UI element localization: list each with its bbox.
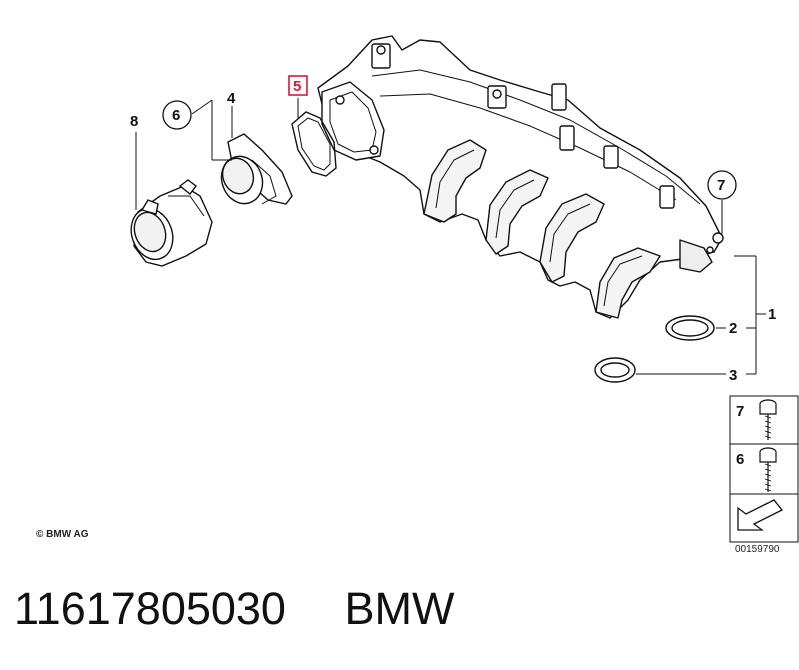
leader-lines bbox=[135, 98, 766, 375]
legend-label-7: 7 bbox=[736, 403, 744, 420]
callout-6: 6 bbox=[162, 100, 192, 130]
part-caption: 11617805030 BMW bbox=[14, 583, 454, 635]
callout-8: 8 bbox=[130, 113, 138, 130]
o-ring-part-3 bbox=[594, 357, 636, 383]
callout-4: 4 bbox=[227, 90, 236, 107]
fastener-legend: 7 6 00159790 bbox=[729, 395, 799, 555]
svg-text:6: 6 bbox=[172, 107, 180, 124]
svg-text:5: 5 bbox=[293, 78, 301, 95]
callout-5-highlighted: 5 bbox=[288, 75, 308, 96]
callout-1: 1 bbox=[768, 306, 776, 323]
adapter-part-4 bbox=[220, 133, 293, 205]
svg-text:7: 7 bbox=[717, 177, 725, 194]
svg-text:1: 1 bbox=[768, 306, 776, 323]
svg-text:8: 8 bbox=[130, 113, 138, 130]
callout-7: 7 bbox=[707, 170, 737, 200]
svg-text:2: 2 bbox=[729, 320, 737, 337]
long-bolt-icon bbox=[759, 447, 777, 492]
part-number: 11617805030 bbox=[14, 583, 286, 634]
copyright: © BMW AG bbox=[36, 529, 89, 540]
o-ring-part-2 bbox=[665, 315, 715, 341]
gasket-part-5 bbox=[291, 111, 337, 177]
sleeve-part-8 bbox=[130, 179, 213, 267]
short-bolt-icon bbox=[759, 399, 777, 440]
direction-arrow-icon bbox=[737, 499, 784, 531]
intake-manifold bbox=[317, 35, 724, 319]
svg-text:4: 4 bbox=[227, 90, 236, 107]
svg-text:3: 3 bbox=[729, 367, 737, 384]
legend-label-6: 6 bbox=[736, 451, 744, 468]
brand-name: BMW bbox=[344, 583, 455, 634]
callout-3: 3 bbox=[729, 367, 737, 384]
drawing-code: 00159790 bbox=[735, 544, 780, 555]
callout-2: 2 bbox=[729, 320, 737, 337]
